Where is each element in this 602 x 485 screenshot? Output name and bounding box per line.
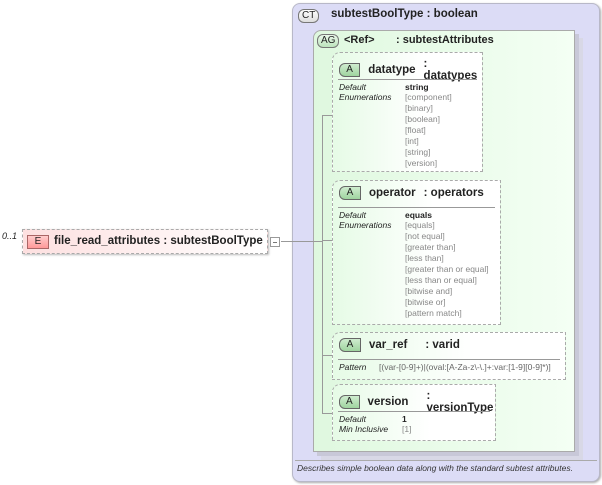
prop-key: Enumerations <box>339 92 392 102</box>
attribute-name: var_ref <box>369 339 408 351</box>
pattern-value: [(var-[0-9]+)|(oval:[A-Za-z\-\.]+:var:[1… <box>379 362 551 372</box>
prop-key: Default <box>339 82 366 92</box>
attribute-group-badge: AG <box>317 34 340 48</box>
prop-value: string <box>405 82 429 92</box>
attribute-group-ref: <Ref> <box>344 34 375 46</box>
enum-value: [float] <box>405 125 426 135</box>
collapse-toggle[interactable] <box>270 237 280 247</box>
complex-type-name: subtestBoolType <box>331 8 424 20</box>
enum-value: [version] <box>405 158 438 168</box>
complex-type-type: : boolean <box>426 8 478 20</box>
complex-type-title: subtestBoolType : boolean <box>331 8 478 20</box>
attribute-name: operator <box>369 187 416 199</box>
connector <box>281 241 322 242</box>
enum-value: [bitwise or] <box>405 297 446 307</box>
connector <box>322 240 332 241</box>
element-type: : subtestBoolType <box>163 235 263 247</box>
minus-icon <box>273 242 277 243</box>
prop-key: Default <box>339 210 366 220</box>
connector <box>322 413 332 414</box>
divider <box>295 460 597 461</box>
attribute-name: version <box>367 396 409 408</box>
enum-value: [not equal] <box>405 231 445 241</box>
attribute-name: datatype <box>368 64 416 76</box>
enum-value: [less than] <box>405 253 444 263</box>
attribute-badge: A <box>339 186 361 200</box>
attribute-badge: A <box>339 338 361 352</box>
cardinality: 0..1 <box>2 231 18 241</box>
enum-value: [bitwise and] <box>405 286 453 296</box>
enum-value: [greater than or equal] <box>405 264 489 274</box>
enum-value: [component] <box>405 92 452 102</box>
complex-type-description: Describes simple boolean data along with… <box>297 463 573 473</box>
enum-value: [pattern match] <box>405 308 462 318</box>
prop-value: [1] <box>402 424 412 434</box>
prop-key: Enumerations <box>339 220 392 230</box>
enum-value: [binary] <box>405 103 433 113</box>
enum-value: [less than or equal] <box>405 275 477 285</box>
prop-value: equals <box>405 210 432 220</box>
attribute-badge: A <box>339 63 361 77</box>
enum-value: [greater than] <box>405 242 456 252</box>
element-file-read-attributes[interactable]: E file_read_attributes : subtestBoolType <box>22 229 268 254</box>
enum-value: [equals] <box>405 220 435 230</box>
prop-value: 1 <box>402 414 407 424</box>
connector <box>322 115 332 116</box>
enum-value: [string] <box>405 147 431 157</box>
enum-value: [boolean] <box>405 114 440 124</box>
prop-key: Pattern <box>339 362 367 372</box>
attribute-badge: A <box>339 395 360 409</box>
element-name: file_read_attributes <box>54 235 161 247</box>
connector <box>322 115 323 414</box>
attribute-group-type: : subtestAttributes <box>396 34 494 46</box>
attribute-type: : varid <box>425 339 460 351</box>
connector <box>322 355 332 356</box>
attribute-type: : operators <box>423 187 484 199</box>
prop-key: Min Inclusive <box>339 424 389 434</box>
complex-type-badge: CT <box>298 9 320 23</box>
prop-key: Default <box>339 414 366 424</box>
enum-value: [int] <box>405 136 419 146</box>
element-badge: E <box>27 235 49 249</box>
